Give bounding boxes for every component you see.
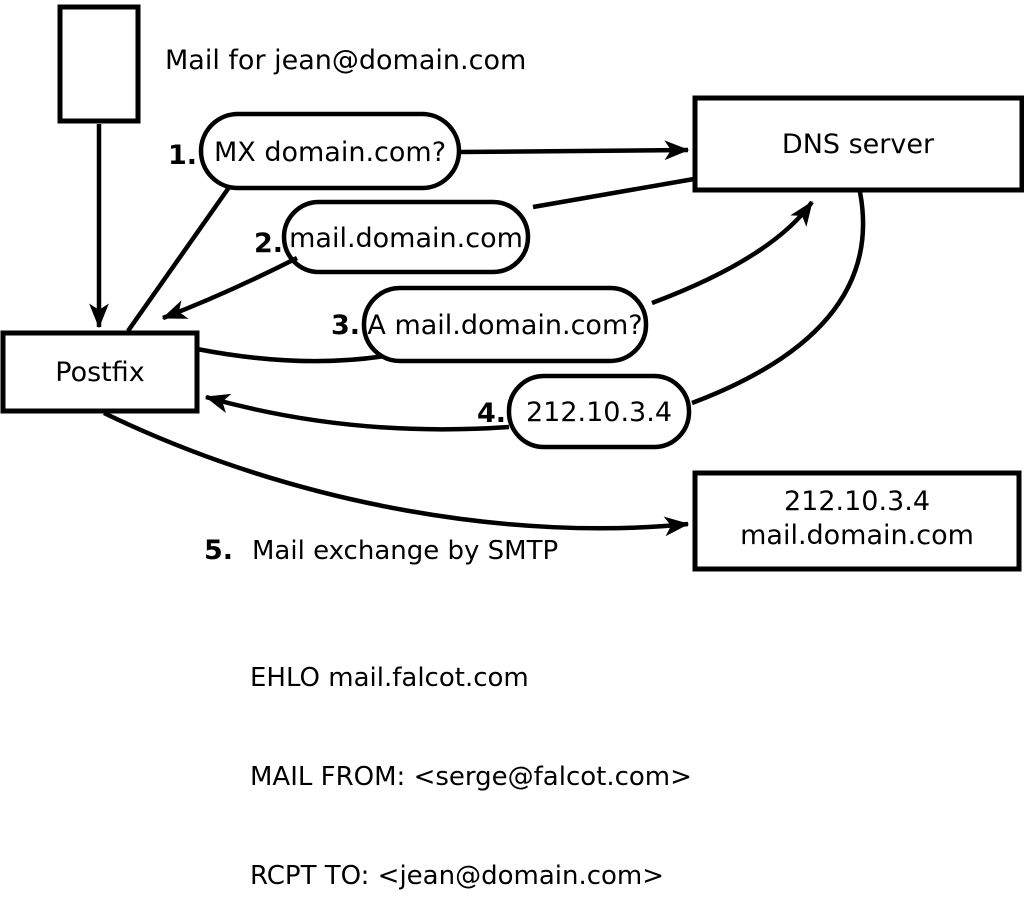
response-2-label: mail.domain.com	[289, 223, 523, 254]
query-3-bubble	[361, 285, 649, 364]
query-1-bubble	[198, 111, 462, 191]
arrow-response2-to-postfix	[161, 255, 299, 321]
smtp-line: MAIL FROM: <serge@falcot.com>	[250, 762, 692, 792]
step-1-number: 1.	[168, 140, 197, 171]
arrow-postfix-to-mailserver	[103, 410, 690, 537]
dns-server-node	[692, 95, 1024, 193]
mail-server-node	[692, 470, 1022, 572]
arrow-response4-to-postfix	[204, 393, 510, 432]
line-postfix-to-query3	[196, 346, 386, 364]
line-dns-to-response4	[691, 191, 866, 406]
smtp-session-transcript: EHLO mail.falcot.com MAIL FROM: <serge@f…	[250, 596, 692, 919]
line-dns-to-response2	[532, 176, 695, 210]
postfix-node	[0, 330, 200, 414]
mail-note-label: Mail for jean@domain.com	[165, 45, 526, 76]
step-4-number: 4.	[477, 398, 506, 429]
step-3-number: 3.	[331, 310, 360, 341]
arrow-query3-to-dns	[651, 200, 814, 306]
smtp-line: RCPT TO: <jean@domain.com>	[250, 861, 665, 891]
response-4-bubble	[506, 373, 692, 450]
arrow-query1-to-dns	[459, 140, 690, 161]
step-5-number: 5.	[204, 535, 233, 566]
step-5-label: Mail exchange by SMTP	[252, 536, 558, 566]
line-postfix-to-query1	[126, 184, 232, 333]
smtp-line: EHLO mail.falcot.com	[250, 663, 529, 693]
envelope-icon	[57, 4, 141, 124]
dns-server-label: DNS server	[782, 129, 935, 160]
response-2-bubble	[281, 199, 531, 275]
query-1-label: MX domain.com?	[214, 137, 446, 168]
response-4-label: 212.10.3.4	[526, 397, 672, 428]
postfix-label: Postfix	[55, 357, 144, 388]
step-2-number: 2.	[254, 228, 283, 259]
mail-server-hostname: mail.domain.com	[740, 520, 974, 551]
mail-server-ip: 212.10.3.4	[784, 486, 930, 517]
query-3-label: A mail.domain.com?	[367, 310, 642, 341]
